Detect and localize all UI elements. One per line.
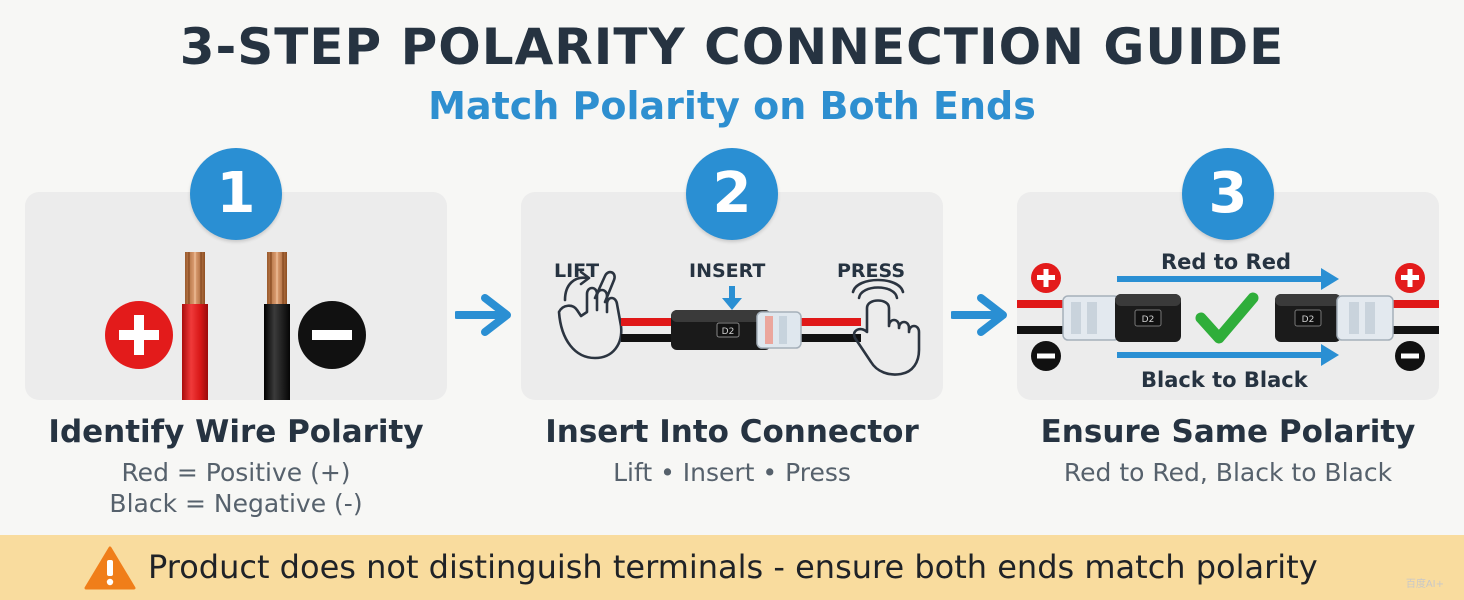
connector-marking-left: D2 [1142, 315, 1155, 325]
step-2-badge: 2 [686, 148, 778, 240]
minus-icon [1031, 341, 1061, 371]
warning-triangle-icon [84, 546, 136, 590]
arrow-right-icon [1117, 344, 1339, 366]
arrow-right-icon [1117, 268, 1339, 290]
connector-marking: D2 [722, 327, 735, 337]
arrow-right-icon [951, 294, 1007, 336]
connector-marking-right: D2 [1302, 315, 1315, 325]
step-3-title: Ensure Same Polarity [1040, 414, 1416, 450]
right-connector [1275, 294, 1394, 342]
arrow-down-icon [722, 286, 742, 310]
wire-connector [671, 310, 802, 350]
step-3-badge: 3 [1182, 148, 1274, 240]
step-1-badge: 1 [190, 148, 282, 240]
warning-text: Product does not distinguish terminals -… [148, 548, 1318, 586]
lift-hand-icon [557, 270, 623, 360]
step-2-desc: Lift • Insert • Press [613, 458, 851, 487]
plus-icon [1031, 263, 1061, 293]
red-wire [182, 252, 208, 400]
page-subtitle: Match Polarity on Both Ends [428, 84, 1036, 128]
press-hand-icon [851, 278, 921, 376]
step-1-title: Identify Wire Polarity [48, 414, 424, 450]
minus-icon [298, 301, 366, 369]
step-1-desc-negative: Black = Negative (-) [109, 489, 363, 518]
step-3-desc: Red to Red, Black to Black [1063, 458, 1393, 487]
step-1-desc-positive: Red = Positive (+) [121, 458, 351, 487]
warning-banner: Product does not distinguish terminals -… [0, 535, 1464, 600]
watermark: 百度AI+ [1405, 579, 1444, 590]
wire-polarity-illustration [105, 252, 366, 400]
plus-icon [105, 301, 173, 369]
insert-label: INSERT [689, 260, 766, 282]
black-to-black-label: Black to Black [1141, 368, 1308, 392]
step-2-title: Insert Into Connector [545, 414, 919, 450]
press-label: PRESS [837, 260, 906, 282]
checkmark-icon [1195, 292, 1259, 344]
step-2-panel: LIFT INSERT PRESS D2 [521, 192, 943, 400]
page-title: 3-STEP POLARITY CONNECTION GUIDE [179, 18, 1285, 76]
left-connector [1062, 294, 1181, 342]
minus-icon [1395, 341, 1425, 371]
red-to-red-label: Red to Red [1161, 250, 1291, 274]
arrow-right-icon [455, 294, 511, 336]
plus-icon [1395, 263, 1425, 293]
black-wire [264, 252, 290, 400]
